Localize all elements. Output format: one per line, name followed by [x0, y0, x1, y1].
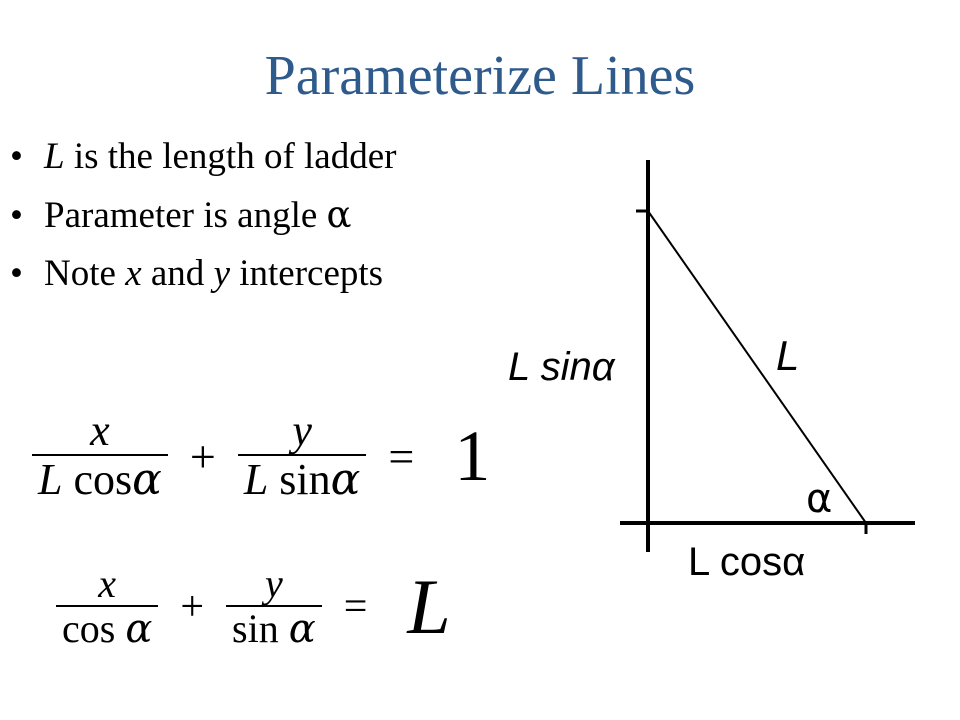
bullet-text: y [213, 253, 230, 294]
bullet-text: and [141, 253, 214, 294]
plus-sign: + [189, 430, 216, 482]
label-ladder-length: L [776, 332, 799, 379]
den-alpha: α [132, 454, 162, 506]
scaled-equation: x cos α + y sin α = L [56, 562, 451, 652]
equals-sign: = [388, 430, 415, 482]
fraction-y-over-sin: y sin α [226, 563, 322, 651]
fraction-y-over-lsin: y L sinα [237, 406, 367, 506]
den-cos: cos [62, 606, 116, 651]
fraction-x-over-lcos: x L cosα [32, 406, 168, 505]
numerator-y: y [292, 406, 312, 455]
plus-sign: + [180, 584, 205, 630]
bullet-text: is the length of ladder [64, 136, 397, 177]
rhs-one: 1 [454, 415, 491, 496]
slide-title: Parameterize Lines [264, 45, 696, 107]
label-l-cos-alpha: L cosα [688, 540, 805, 584]
bullet-text: Parameter is angle [44, 195, 327, 236]
numerator-y: y [265, 561, 283, 606]
ladder-diagram: L sinα L α L cosα [508, 160, 915, 584]
numerator-x: x [90, 406, 110, 455]
ladder-line [647, 210, 867, 524]
bullet-marker: • [10, 136, 23, 177]
intercept-equation: x L cosα + y L sinα = 1 [32, 406, 491, 506]
fraction-x-over-cos: x cos α [56, 561, 159, 652]
label-l-sin-alpha: L sinα [508, 345, 616, 389]
bullet-list: • L is the length of ladder • Parameter is … [10, 128, 396, 303]
denominator-lsin: L sinα [237, 454, 367, 506]
bullet-marker: • [10, 195, 23, 236]
bullet-text: x [125, 253, 142, 294]
denominator-lcos: L cosα [32, 454, 168, 504]
numerator-x: x [98, 561, 117, 606]
den-alpha: α [330, 454, 361, 506]
den-cos: cos [73, 455, 133, 505]
label-angle-alpha: α [806, 476, 832, 522]
bullet-text: L [44, 136, 65, 177]
den-L: L [243, 455, 269, 505]
bullet-text: intercepts [230, 253, 384, 294]
den-sin: sin [232, 606, 279, 651]
rhs-L: L [407, 563, 451, 650]
den-alpha: α [125, 606, 153, 652]
bullet-item: • Note x and y intercepts [10, 245, 396, 303]
bullet-text: α [326, 193, 352, 236]
bullet-text: Note [44, 253, 126, 294]
den-L: L [38, 455, 63, 505]
den-sin: sin [279, 455, 331, 505]
bullet-item: • Parameter is angle α [10, 186, 396, 245]
bullet-marker: • [10, 253, 23, 294]
denominator-sin: sin α [226, 605, 322, 651]
den-alpha: α [288, 606, 316, 652]
denominator-cos: cos α [56, 605, 159, 652]
equals-sign: = [343, 584, 368, 630]
bullet-item: • L is the length of ladder [10, 128, 396, 186]
